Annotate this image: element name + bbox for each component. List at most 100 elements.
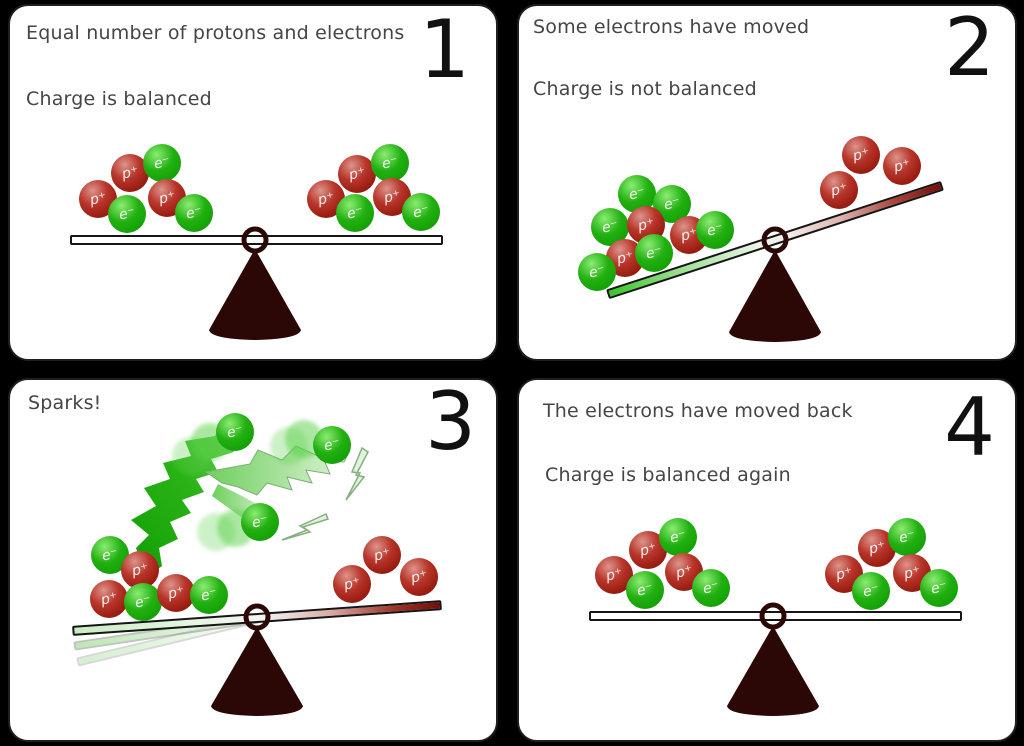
electron-sphere: e⁻ (618, 175, 656, 213)
balance-beam (589, 611, 962, 621)
proton-label: p⁺ (166, 583, 186, 603)
electron-label: e⁻ (133, 592, 153, 612)
panel-4: The electrons have moved back Charge is … (517, 378, 1017, 742)
panel1-caption-line2: Charge is balanced (26, 88, 212, 110)
electron-label: e⁻ (701, 578, 721, 598)
electron-label: e⁻ (345, 203, 365, 223)
proton-sphere: p⁺ (90, 580, 128, 618)
panel-2: Some electrons have moved Charge is not … (517, 4, 1017, 361)
proton-sphere: p⁺ (157, 574, 195, 612)
proton-sphere: p⁺ (79, 180, 117, 218)
proton-label: p⁺ (867, 538, 887, 558)
electron-ghost (217, 509, 255, 547)
proton-sphere: p⁺ (307, 180, 345, 218)
electron-sphere: e⁻ (108, 195, 146, 233)
electron-sphere: e⁻ (336, 194, 374, 232)
panel4-caption-line1: The electrons have moved back (543, 400, 853, 422)
spark-bolt-small-2 (281, 512, 329, 541)
electron-label: e⁻ (600, 217, 620, 237)
proton-label: p⁺ (615, 248, 635, 268)
electron-ghost (285, 420, 323, 458)
proton-label: p⁺ (99, 589, 119, 609)
fulcrum (727, 626, 819, 716)
spark-branch-mid (212, 484, 276, 530)
electron-label: e⁻ (635, 580, 655, 600)
proton-sphere: p⁺ (883, 147, 921, 185)
proton-label: p⁺ (834, 564, 854, 584)
electron-sphere: e⁻ (591, 208, 629, 246)
proton-sphere: p⁺ (373, 178, 411, 216)
panel1-caption-line1: Equal number of protons and electrons (26, 22, 405, 44)
panel2-number: 2 (944, 4, 995, 94)
proton-sphere: p⁺ (400, 558, 438, 596)
panel1-number: 1 (419, 4, 470, 96)
electron-label: e⁻ (705, 220, 725, 240)
electron-sphere: e⁻ (241, 503, 279, 541)
proton-sphere: p⁺ (629, 531, 667, 569)
electron-ghost (172, 437, 210, 475)
proton-label: p⁺ (120, 163, 140, 183)
panel-3: Sparks! 3 (8, 378, 498, 742)
proton-sphere: p⁺ (842, 136, 880, 174)
proton-label: p⁺ (679, 225, 699, 245)
balance-beam-tilted (606, 180, 944, 300)
electron-sphere: e⁻ (313, 426, 351, 464)
proton-label: p⁺ (638, 540, 658, 560)
electron-sphere: e⁻ (124, 583, 162, 621)
electron-label: e⁻ (897, 527, 917, 547)
electron-sphere: e⁻ (371, 144, 409, 182)
proton-label: p⁺ (372, 545, 392, 565)
proton-label: p⁺ (130, 560, 150, 580)
proton-label: p⁺ (674, 562, 694, 582)
proton-sphere: p⁺ (111, 154, 149, 192)
proton-label: p⁺ (347, 164, 367, 184)
electron-sphere: e⁻ (402, 193, 440, 231)
proton-label: p⁺ (902, 563, 922, 583)
proton-sphere: p⁺ (820, 171, 858, 209)
electron-ghost (270, 427, 308, 465)
electron-sphere: e⁻ (143, 144, 181, 182)
electron-label: e⁻ (861, 581, 881, 601)
electron-sphere: e⁻ (578, 253, 616, 291)
electron-label: e⁻ (627, 184, 647, 204)
proton-label: p⁺ (409, 567, 429, 587)
panel3-number: 3 (425, 378, 476, 468)
proton-label: p⁺ (382, 187, 402, 207)
proton-sphere: p⁺ (333, 565, 371, 603)
electron-label: e⁻ (322, 435, 342, 455)
electron-label: e⁻ (152, 153, 172, 173)
panel4-number: 4 (944, 381, 995, 474)
electron-label: e⁻ (199, 585, 219, 605)
electron-ghost (191, 423, 229, 461)
electron-label: e⁻ (184, 203, 204, 223)
proton-sphere: p⁺ (338, 155, 376, 193)
proton-label: p⁺ (157, 188, 177, 208)
balance-beam (70, 235, 443, 245)
proton-sphere: p⁺ (363, 536, 401, 574)
proton-sphere: p⁺ (825, 555, 863, 593)
spark-branch-right (204, 441, 351, 496)
fulcrum (729, 250, 821, 342)
spark-bolt-small-1 (345, 446, 369, 501)
electron-label: e⁻ (411, 202, 431, 222)
electron-label: e⁻ (662, 194, 682, 214)
proton-label: p⁺ (851, 145, 871, 165)
proton-sphere: p⁺ (148, 179, 186, 217)
panel-1: Equal number of protons and electrons Ch… (8, 4, 498, 361)
electron-sphere: e⁻ (852, 572, 890, 610)
electron-sphere: e⁻ (920, 569, 958, 607)
panel2-caption-line1: Some electrons have moved (533, 16, 810, 38)
panel2-caption-line2: Charge is not balanced (533, 78, 757, 100)
electron-label: e⁻ (929, 578, 949, 598)
proton-sphere: p⁺ (595, 556, 633, 594)
electron-label: e⁻ (644, 243, 664, 263)
proton-label: p⁺ (829, 180, 849, 200)
electron-label: e⁻ (668, 527, 688, 547)
electron-label: e⁻ (587, 262, 607, 282)
proton-sphere: p⁺ (858, 529, 896, 567)
electron-sphere: e⁻ (175, 194, 213, 232)
proton-sphere: p⁺ (627, 206, 665, 244)
electron-sphere: e⁻ (216, 413, 254, 451)
proton-sphere: p⁺ (665, 553, 703, 591)
